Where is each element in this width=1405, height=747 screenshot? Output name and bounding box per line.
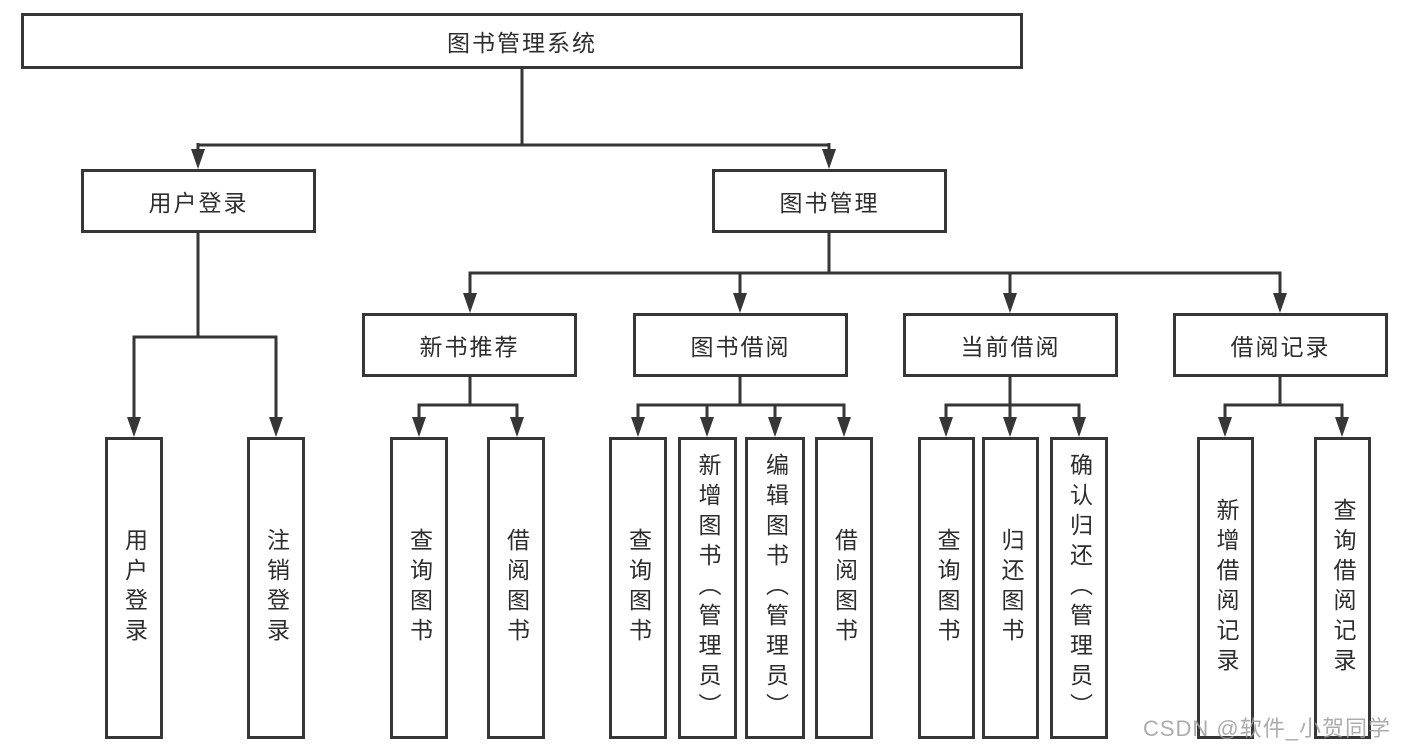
leaf-bb-edit-books-admin: 编辑图书（管理员） — [745, 437, 805, 739]
leaf-nbr-query-books-label: 查询图书 — [406, 528, 433, 648]
csdn-watermark: CSDN @软件_小贺同学 — [1142, 716, 1391, 741]
leaf-nbr-query-books: 查询图书 — [390, 437, 448, 739]
leaf-bb-edit-books-admin-label: 编辑图书（管理员） — [762, 453, 789, 723]
leaf-bb-add-books-admin: 新增图书（管理员） — [678, 437, 737, 739]
leaf-bb-add-books-admin-label: 新增图书（管理员） — [695, 453, 721, 723]
leaf-logout-label: 注销登录 — [263, 528, 290, 648]
leaf-nbr-borrow-books-label: 借阅图书 — [503, 528, 530, 648]
leaf-br-query-record: 查询借阅记录 — [1314, 437, 1371, 739]
node-current-borrow-label: 当前借阅 — [960, 334, 1061, 360]
node-book-borrow: 图书借阅 — [633, 313, 848, 377]
leaf-nbr-borrow-books: 借阅图书 — [487, 437, 545, 739]
leaf-br-add-record-label: 新增借阅记录 — [1213, 498, 1239, 678]
leaf-bb-query-books-label: 查询图书 — [625, 528, 652, 648]
node-new-book-recommend-label: 新书推荐 — [419, 334, 520, 360]
leaf-cb-query-books-label: 查询图书 — [934, 528, 960, 648]
leaf-cb-return-books-label: 归还图书 — [998, 528, 1024, 648]
leaf-user-login-label: 用户登录 — [121, 528, 148, 648]
node-borrow-records: 借阅记录 — [1173, 313, 1388, 377]
node-new-book-recommend: 新书推荐 — [362, 313, 577, 377]
leaf-cb-confirm-return-admin-label: 确认归还（管理员） — [1066, 453, 1093, 723]
leaf-cb-confirm-return-admin: 确认归还（管理员） — [1050, 437, 1108, 739]
node-user-login-label: 用户登录 — [148, 190, 249, 216]
node-root: 图书管理系统 — [21, 13, 1023, 69]
node-book-management: 图书管理 — [712, 169, 947, 233]
node-root-label: 图书管理系统 — [447, 30, 597, 56]
leaf-logout: 注销登录 — [247, 437, 305, 739]
leaf-bb-borrow-books-label: 借阅图书 — [831, 528, 858, 648]
leaf-bb-borrow-books: 借阅图书 — [815, 437, 873, 739]
node-borrow-records-label: 借阅记录 — [1230, 334, 1331, 360]
leaf-br-add-record: 新增借阅记录 — [1197, 437, 1254, 739]
node-current-borrow: 当前借阅 — [903, 313, 1118, 377]
node-book-management-label: 图书管理 — [779, 190, 880, 216]
leaf-bb-query-books: 查询图书 — [609, 437, 667, 739]
leaf-br-query-record-label: 查询借阅记录 — [1330, 498, 1356, 678]
leaf-cb-query-books: 查询图书 — [918, 437, 975, 739]
node-user-login: 用户登录 — [81, 169, 316, 233]
leaf-user-login: 用户登录 — [105, 437, 163, 739]
leaf-cb-return-books: 归还图书 — [982, 437, 1039, 739]
node-book-borrow-label: 图书借阅 — [690, 334, 791, 360]
